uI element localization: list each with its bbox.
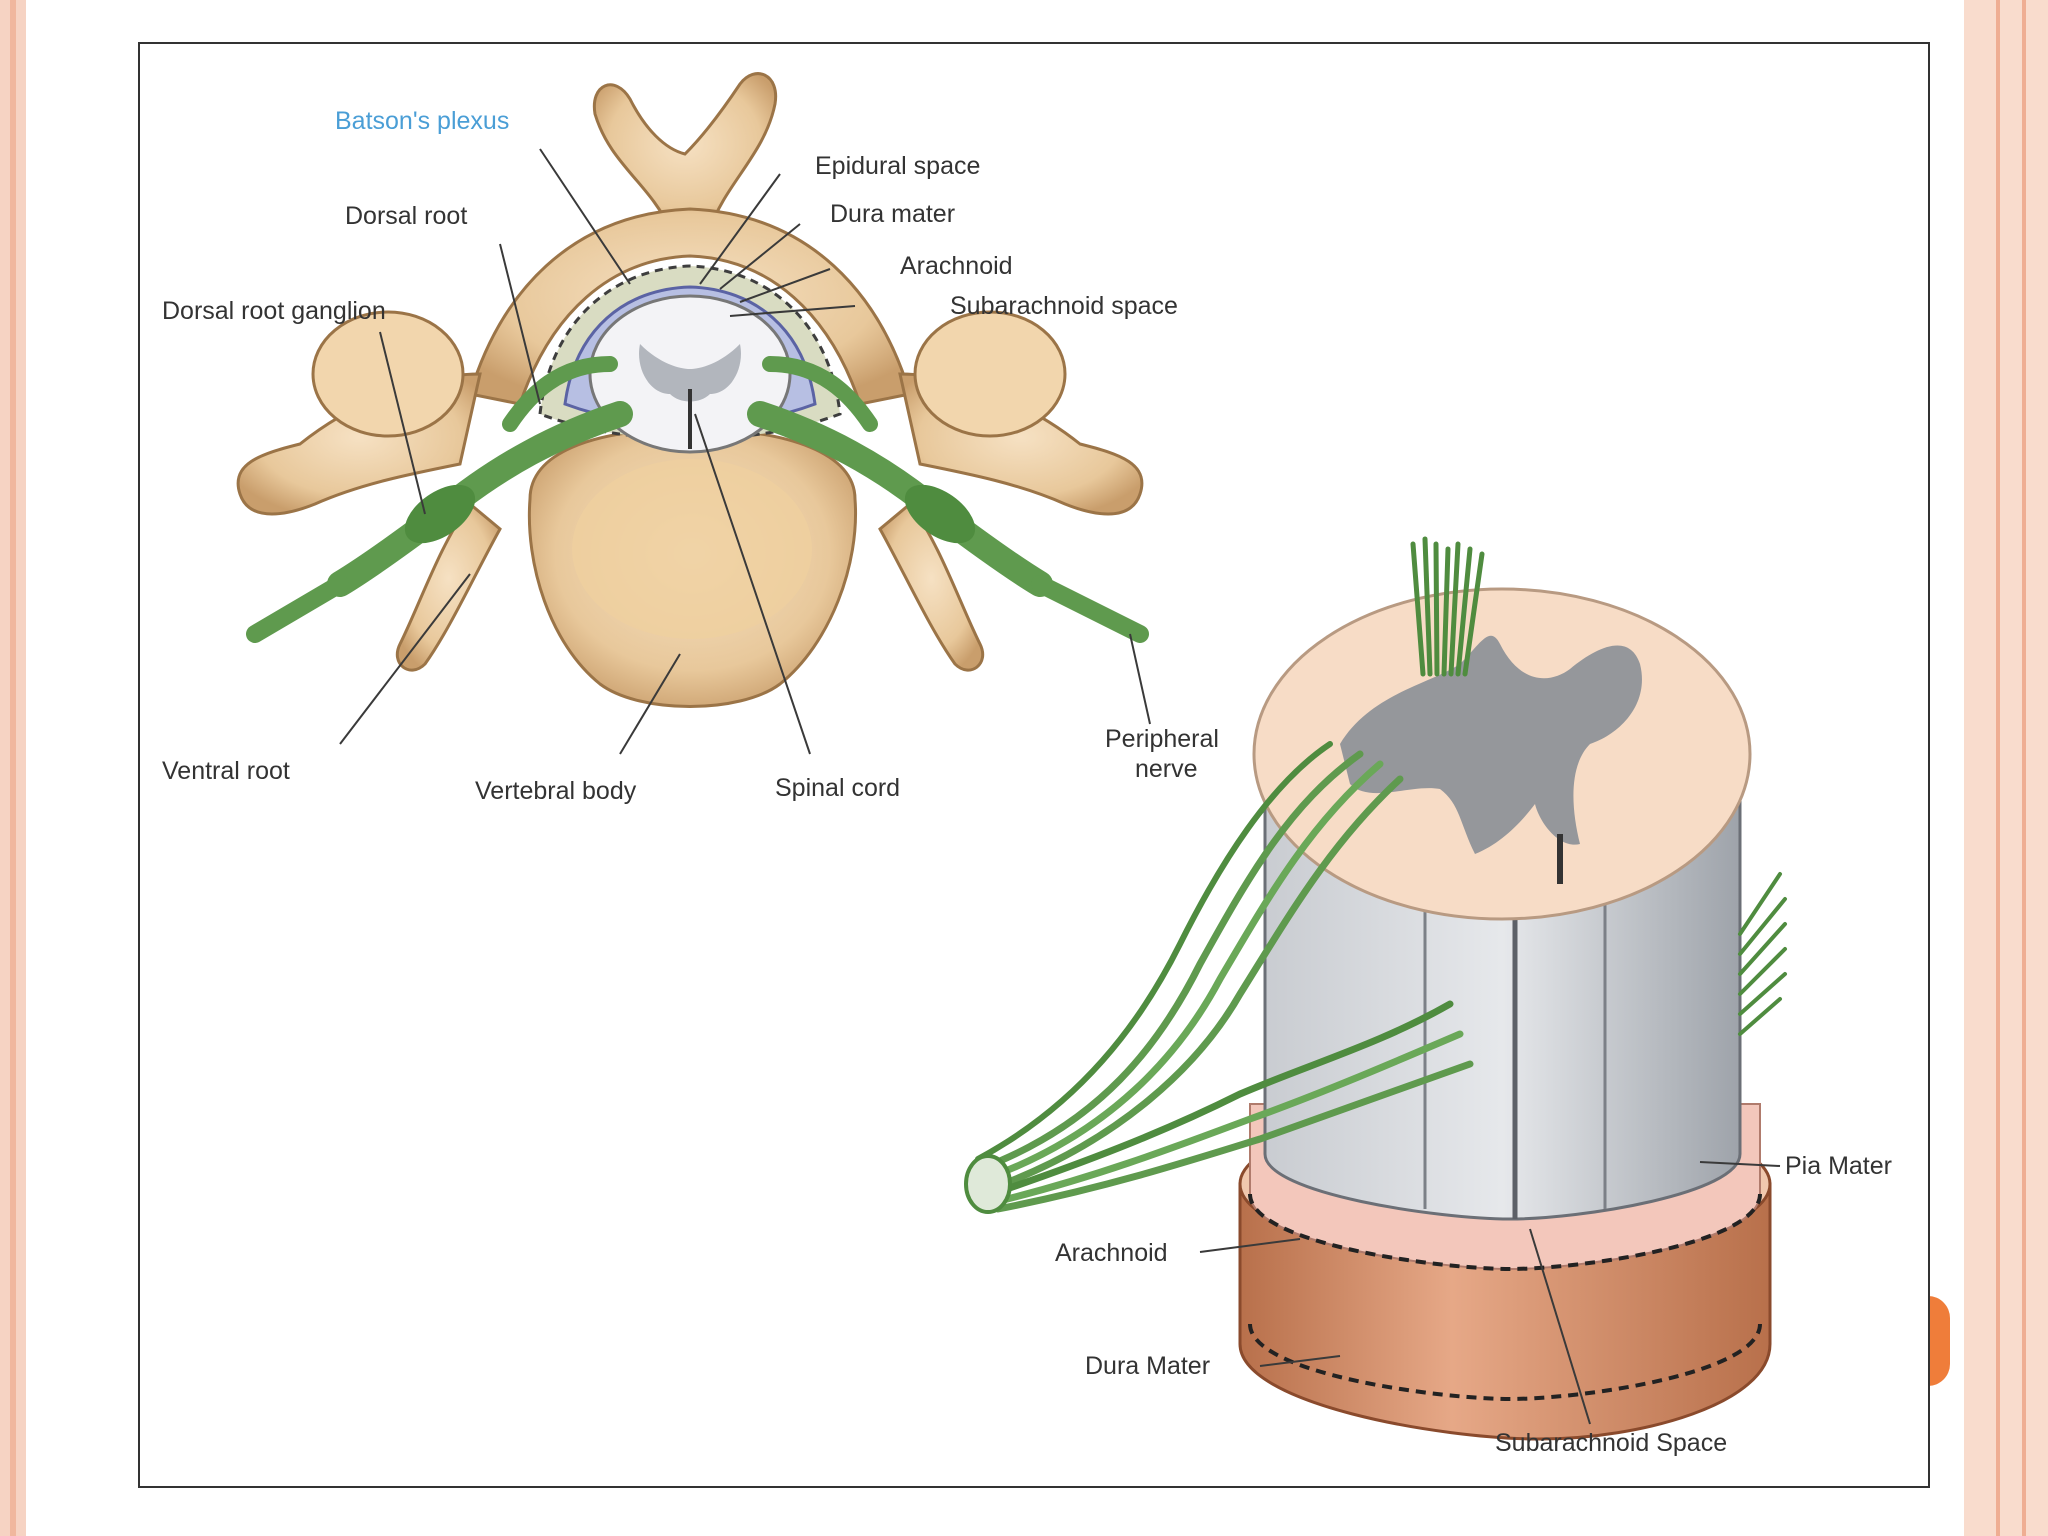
left-dorsal-root-ganglion [404,484,476,544]
left-peripheral-nerve [246,575,349,643]
cross-section-labels: Batson's plexus Epidural space Dura mate… [162,107,1219,805]
right-dorsal-root-ganglion [904,484,976,544]
right-border-line [1996,0,2000,1536]
vertebral-body-inner [572,459,812,639]
cord-3d-labels: Pia Mater Arachnoid Dura Mater Subarachn… [1055,1152,1892,1457]
label-dura-mater-3d: Dura Mater [1085,1352,1210,1380]
label-ventral-root: Ventral root [162,757,290,785]
nerve-bundle [975,741,1474,1213]
spinous-process [592,72,778,231]
label-subarachnoid-space-3d: Subarachnoid Space [1495,1429,1727,1457]
right-rootlets [1738,872,1787,1036]
cross-section-leaders [339,148,1151,755]
label-dorsal-root: Dorsal root [345,202,467,230]
label-arachnoid-3d: Arachnoid [1055,1239,1168,1267]
grey-matter-butterfly [639,344,741,402]
label-batsons-plexus: Batson's plexus [335,107,509,135]
dorsal-rootlets [1410,536,1485,677]
left-facet [311,310,465,438]
right-lower-process [878,501,985,672]
label-vertebral-body: Vertebral body [475,777,637,805]
cord-3d-leaders [1199,1161,1781,1425]
label-dura-mater: Dura mater [830,200,955,228]
right-facet [913,310,1067,438]
left-dorsal-root [502,356,618,432]
left-lower-process [395,501,502,672]
arachnoid-dashed-line [1248,1193,1762,1272]
vertebra-cross-section [236,72,1149,708]
label-peripheral-nerve-2: nerve [1135,755,1198,783]
label-arachnoid: Arachnoid [900,252,1013,280]
label-epidural-space: Epidural space [815,152,980,180]
anatomy-figure: Batson's plexus Epidural space Dura mate… [138,42,1930,1488]
right-border-stripe [1964,0,2048,1536]
label-dorsal-root-ganglion: Dorsal root ganglion [162,297,386,325]
label-subarachnoid-space: Subarachnoid space [950,292,1178,320]
label-pia-mater: Pia Mater [1785,1152,1892,1180]
pia-dashed-line [1248,1323,1762,1402]
spinal-cord-3d [964,536,1787,1441]
right-dorsal-root [762,356,878,432]
right-border-line [2022,0,2026,1536]
right-peripheral-nerve [1031,575,1149,643]
slide-number-dot [1928,1296,1950,1386]
grey-matter-h [1340,635,1642,854]
label-peripheral-nerve-1: Peripheral [1105,725,1219,753]
label-spinal-cord: Spinal cord [775,774,900,802]
nerve-cut-end [964,1154,1012,1214]
left-border-line [10,0,16,1536]
